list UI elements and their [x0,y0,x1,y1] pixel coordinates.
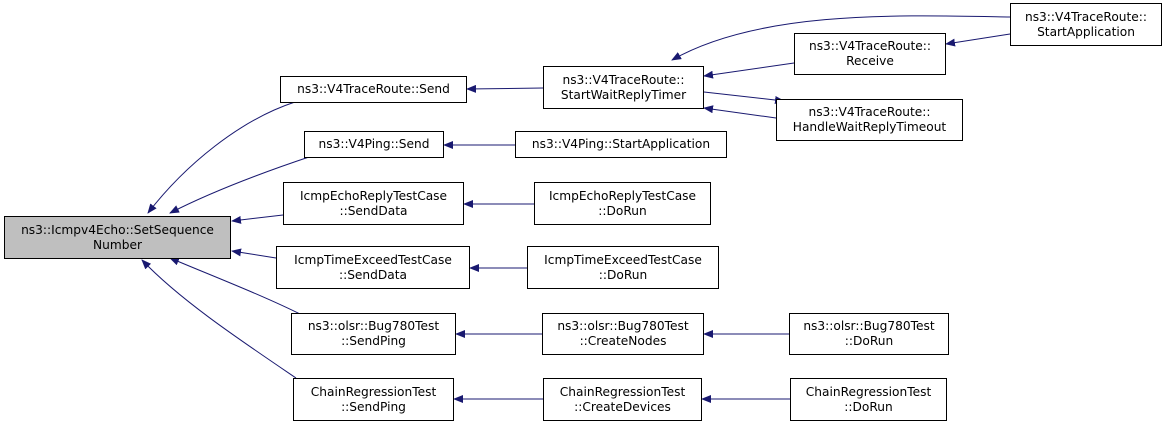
node-v4ping-startapplication[interactable]: ns3::V4Ping::StartApplication [515,131,727,158]
node-label-line1: ns3::V4TraceRoute:: [1024,9,1148,24]
node-label-line2: ::CreateNodes [579,334,667,348]
edge-tr-startapp-to-swrt [671,15,1011,61]
node-v4traceroute-handlewaitreplytimeout[interactable]: ns3::V4TraceRoute:: HandleWaitReplyTimeo… [776,99,963,141]
node-label-line1: ChainRegressionTest [559,384,686,399]
node-label-line1: ns3::olsr::Bug780Test [307,319,440,333]
node-label-line2: ::DoRun [844,399,893,414]
node-v4ping-send[interactable]: ns3::V4Ping::Send [304,131,444,158]
node-label-line2: Number [93,237,142,252]
node-olsr-bug780test-dorun[interactable]: ns3::olsr::Bug780Test ::DoRun [789,313,949,355]
edge-echo-send-to-root [231,214,284,224]
node-olsr-bug780test-createnodes[interactable]: ns3::olsr::Bug780Test ::CreateNodes [542,313,704,355]
node-label-line2: HandleWaitReplyTimeout [792,120,947,134]
node-label-line2: ::CreateDevices [574,399,671,414]
edge-ping-send-to-root [169,155,313,214]
node-chainregressiontest-createdevices[interactable]: ChainRegressionTest ::CreateDevices [543,378,702,421]
edge-te-send-to-root [231,248,277,259]
node-icmpechoreplytestcase-senddata[interactable]: IcmpEchoReplyTestCase ::SendData [283,182,464,225]
node-chainregressiontest-sendping[interactable]: ChainRegressionTest ::SendPing [293,378,454,421]
node-label-line1: IcmpTimeExceedTestCase [544,252,702,267]
node-label: ns3::V4TraceRoute::Send [297,82,450,96]
node-label-line1: IcmpEchoReplyTestCase [548,188,697,203]
node-label-line1: ns3::olsr::Bug780Test [803,319,935,333]
node-label-line2: StartApplication [1037,24,1135,39]
edge-olsr-send-to-root [169,257,303,316]
node-icmptimeexceedtestcase-dorun[interactable]: IcmpTimeExceedTestCase ::DoRun [527,246,719,289]
node-olsr-bug780test-sendping[interactable]: ns3::olsr::Bug780Test ::SendPing [291,313,456,355]
node-v4traceroute-startapplication[interactable]: ns3::V4TraceRoute:: StartApplication [1010,3,1162,46]
node-icmpechoreplytestcase-dorun[interactable]: IcmpEchoReplyTestCase ::DoRun [534,182,711,225]
node-label-line1: IcmpEchoReplyTestCase [299,188,448,203]
node-label-line1: ChainRegressionTest [310,384,437,399]
node-label-line2: ::SendData [339,203,408,218]
node-label-line1: ns3::Icmpv4Echo::SetSequence [21,222,214,237]
node-label-line2: ::DoRun [598,203,647,218]
node-label-line2: ::SendData [338,267,407,282]
edge-tr-receive-to-swrt [703,62,795,79]
edge-tr-startapp-to-receive [945,33,1011,47]
node-label-line2: ::SendPing [341,334,406,348]
node-label-line1: ChainRegressionTest [805,384,932,399]
node-label-line1: ns3::V4TraceRoute:: [562,72,685,87]
edge-swrt-to-tr-send [466,84,544,93]
node-label-line2: ::DoRun [844,334,894,348]
node-label-line2: Receive [846,54,894,68]
node-label: ns3::V4Ping::StartApplication [531,137,711,151]
node-label-line1: ns3::V4TraceRoute:: [808,105,931,119]
edge-tr-send-to-root [147,101,296,214]
node-v4traceroute-receive[interactable]: ns3::V4TraceRoute:: Receive [794,33,946,75]
node-label-line1: ns3::V4TraceRoute:: [808,39,932,53]
node-icmpv4echo-setsequencenumber: ns3::Icmpv4Echo::SetSequence Number [4,216,231,259]
node-label-line1: IcmpTimeExceedTestCase [294,252,452,267]
edge-chain-send-to-root [141,259,297,379]
node-label-line1: ns3::olsr::Bug780Test [557,319,689,333]
node-icmptimeexceedtestcase-senddata[interactable]: IcmpTimeExceedTestCase ::SendData [276,246,470,289]
node-label-line2: StartWaitReplyTimer [560,87,687,102]
node-label-line2: ::DoRun [598,267,648,282]
node-label: ns3::V4Ping::Send [318,137,430,151]
node-chainregressiontest-dorun[interactable]: ChainRegressionTest ::DoRun [790,378,947,421]
edge-hwrt-to-swrt [703,105,777,119]
node-label-line2: ::SendPing [341,399,406,414]
edge-swrt-to-hwrt [703,91,785,104]
node-v4traceroute-send[interactable]: ns3::V4TraceRoute::Send [280,76,467,103]
node-v4traceroute-startwaitreplytimer[interactable]: ns3::V4TraceRoute:: StartWaitReplyTimer [543,66,704,109]
